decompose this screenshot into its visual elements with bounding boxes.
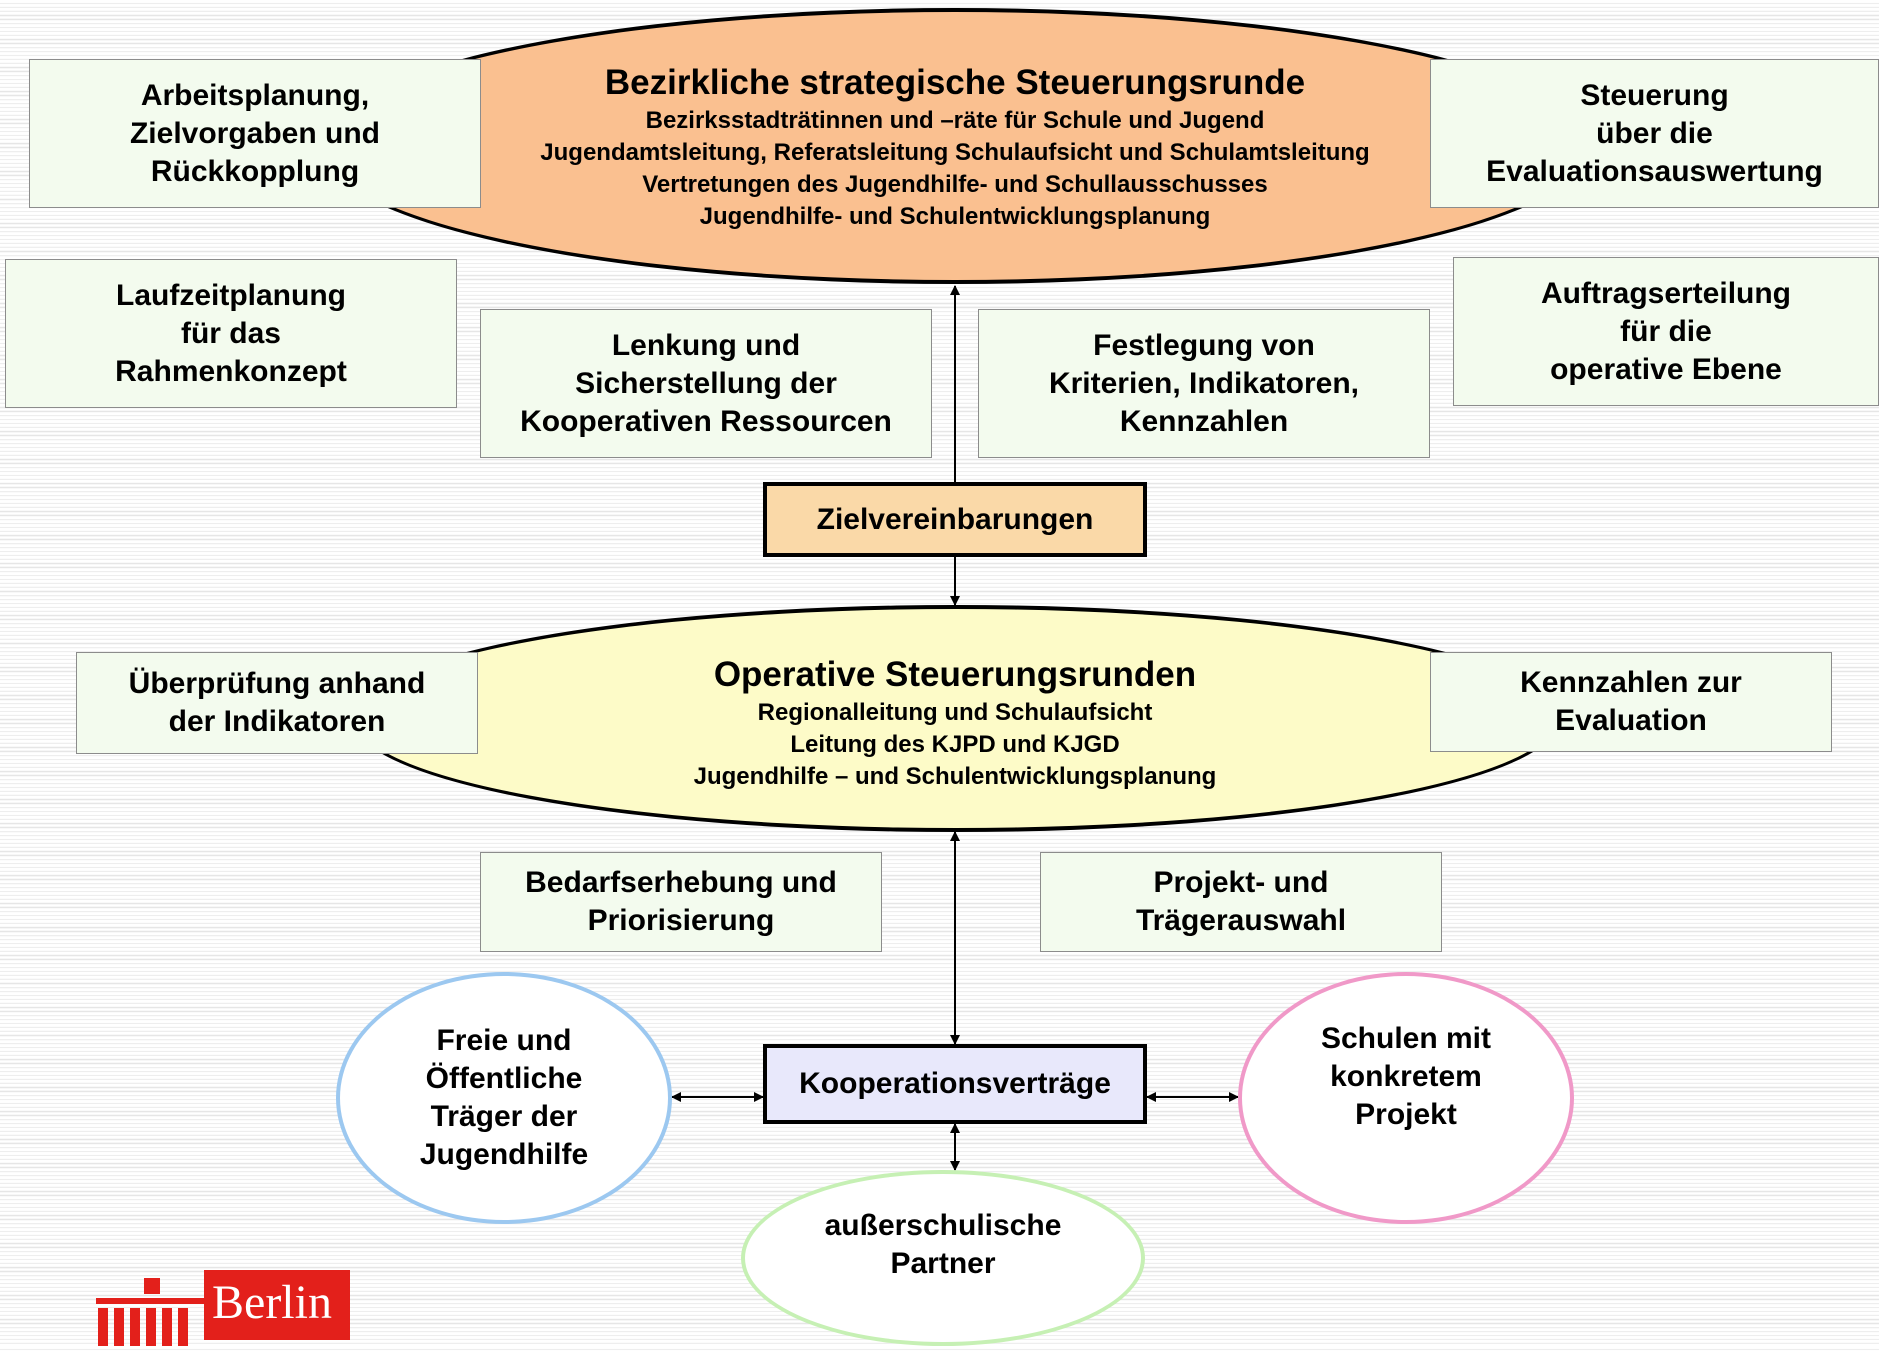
schulen-ellipse <box>1238 972 1574 1224</box>
berlin-bear-gate-icon <box>96 1278 204 1346</box>
box-bedarfserhebung: Bedarfserhebung und Priorisierung <box>480 852 882 952</box>
strategic-line-2: Jugendamtsleitung, Referatsleitung Schul… <box>540 139 1370 166</box>
box-kennzahlen-label: Kennzahlen zur Evaluation <box>1520 666 1742 737</box>
box-zielvereinbarungen: Zielvereinbarungen <box>763 482 1147 557</box>
strategic-line-4: Jugendhilfe- und Schulentwicklungsplanun… <box>699 203 1211 230</box>
operative-text: Operative Steuerungsrunden Regionalleitu… <box>560 648 1350 798</box>
traeger-text: Freie und Öffentliche Träger der Jugendh… <box>336 972 672 1224</box>
operative-title: Operative Steuerungsrunden <box>713 655 1197 694</box>
strategic-line-3: Vertretungen des Jugendhilfe- und Schull… <box>642 171 1268 198</box>
traeger-ellipse <box>336 972 672 1224</box>
strategic-line-1: Bezirksstadträtinnen und –räte für Schul… <box>645 107 1265 134</box>
box-steuerung-evaluation-label: Steuerung über die Evaluationsauswertung <box>1486 78 1823 188</box>
box-laufzeitplanung: Laufzeitplanung für das Rahmenkonzept <box>5 259 457 408</box>
box-projektauswahl-label: Projekt- und Trägerauswahl <box>1135 866 1347 937</box>
box-laufzeitplanung-label: Laufzeitplanung für das Rahmenkonzept <box>115 278 347 388</box>
strategic-text: Bezirkliche strategische Steuerungsrunde… <box>480 52 1430 242</box>
box-ueberpruefung-label: Überprüfung anhand der Indikatoren <box>128 667 426 738</box>
strategic-ellipse <box>320 8 1590 284</box>
traeger-label: Freie und Öffentliche Träger der Jugendh… <box>419 1024 589 1171</box>
box-kooperationsvertraege: Kooperationsverträge <box>763 1044 1147 1124</box>
operative-line-2: Leitung des KJPD und KJGD <box>790 731 1120 758</box>
box-lenkung: Lenkung und Sicherstellung der Kooperati… <box>480 309 932 458</box>
box-ueberpruefung: Überprüfung anhand der Indikatoren <box>76 652 478 754</box>
berlin-logo: Berlin <box>96 1270 350 1346</box>
box-bedarfserhebung-label: Bedarfserhebung und Priorisierung <box>525 866 837 937</box>
box-projektauswahl: Projekt- und Trägerauswahl <box>1040 852 1442 952</box>
box-kennzahlen: Kennzahlen zur Evaluation <box>1430 652 1832 752</box>
schulen-text: Schulen mit konkretem Projekt <box>1238 972 1574 1182</box>
box-festlegung-label: Festlegung von Kriterien, Indikatoren, K… <box>1048 328 1360 438</box>
box-arbeitsplanung-label: Arbeitsplanung, Zielvorgaben und Rückkop… <box>129 78 381 188</box>
box-steuerung-evaluation: Steuerung über die Evaluationsauswertung <box>1430 59 1879 208</box>
ausserschulisch-text: außerschulische Partner <box>741 1170 1145 1320</box>
strategic-title: Bezirkliche strategische Steuerungsrunde <box>604 63 1306 102</box>
box-zielvereinbarungen-label: Zielvereinbarungen <box>816 502 1094 536</box>
operative-line-1: Regionalleitung und Schulaufsicht <box>757 699 1153 726</box>
berlin-logo-text: Berlin <box>204 1270 350 1340</box>
box-arbeitsplanung: Arbeitsplanung, Zielvorgaben und Rückkop… <box>29 59 481 208</box>
ausserschulisch-ellipse <box>741 1170 1145 1346</box>
operative-line-3: Jugendhilfe – und Schulentwicklungsplanu… <box>693 763 1217 790</box>
ausserschulisch-label: außerschulische Partner <box>824 1209 1062 1280</box>
box-auftragserteilung-label: Auftragserteilung für die operative Eben… <box>1540 276 1792 386</box>
box-lenkung-label: Lenkung und Sicherstellung der Kooperati… <box>520 328 892 438</box>
box-auftragserteilung: Auftragserteilung für die operative Eben… <box>1453 257 1879 406</box>
schulen-label: Schulen mit konkretem Projekt <box>1320 1022 1492 1131</box>
box-kooperationsvertraege-label: Kooperationsverträge <box>799 1067 1111 1100</box>
box-festlegung: Festlegung von Kriterien, Indikatoren, K… <box>978 309 1430 458</box>
